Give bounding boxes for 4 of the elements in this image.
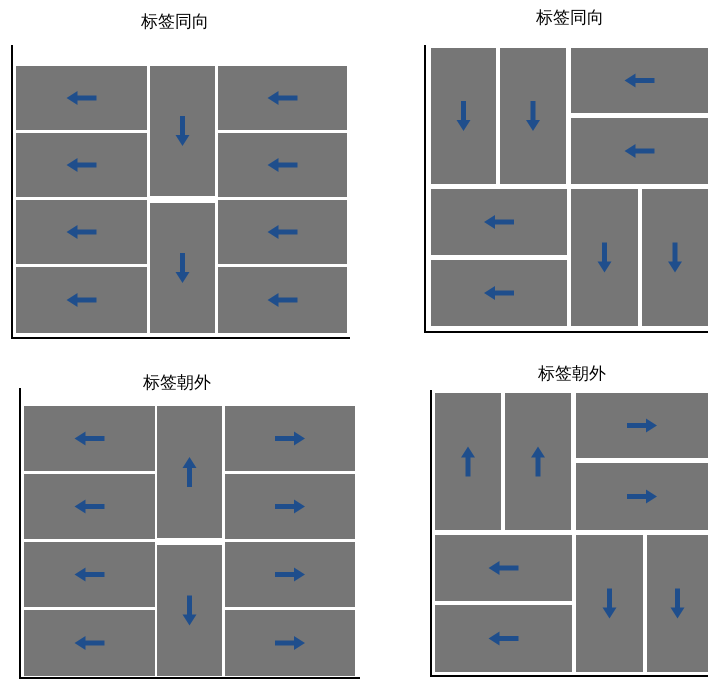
- panel-title: 标签同向: [141, 11, 209, 33]
- panel-title: 标签朝外: [143, 372, 211, 394]
- panel-title: 标签朝外: [538, 363, 606, 385]
- panel-title: 标签同向: [536, 7, 604, 29]
